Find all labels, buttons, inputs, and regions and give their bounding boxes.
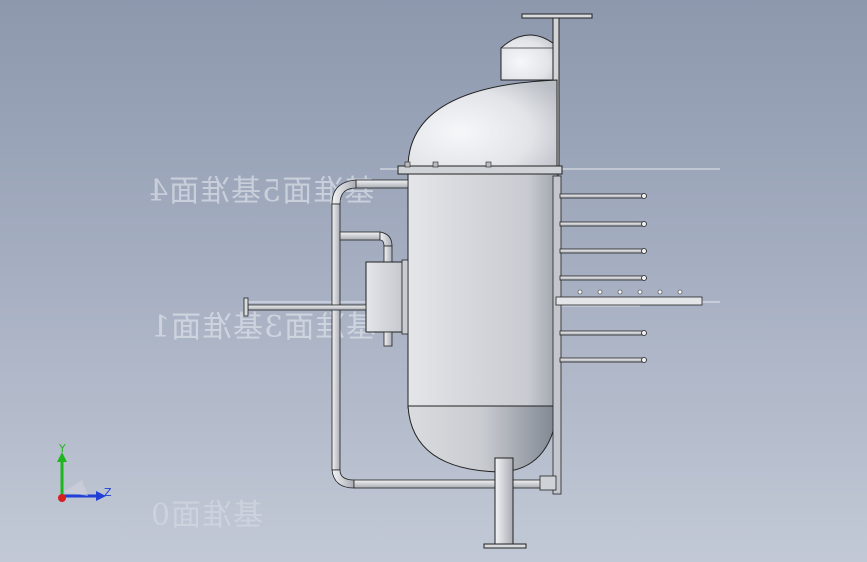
upper-head xyxy=(407,79,558,169)
x-axis-origin xyxy=(58,494,66,502)
coordinate-triad[interactable]: Y Z xyxy=(48,440,118,510)
bottom-outlet-pipe xyxy=(494,457,514,545)
bottom-flange xyxy=(483,543,527,549)
lower-head xyxy=(407,405,559,473)
y-axis-label: Y xyxy=(59,442,66,455)
left-inlet-nozzle xyxy=(247,304,367,311)
external-piping xyxy=(331,179,549,489)
body-flange xyxy=(397,165,563,175)
top-flange xyxy=(521,13,593,19)
z-axis-label: Z xyxy=(104,486,112,499)
vessel-shell xyxy=(407,173,559,409)
distributor-pipe xyxy=(555,296,703,306)
top-manway-dome xyxy=(500,34,560,81)
right-nozzles xyxy=(559,193,647,363)
